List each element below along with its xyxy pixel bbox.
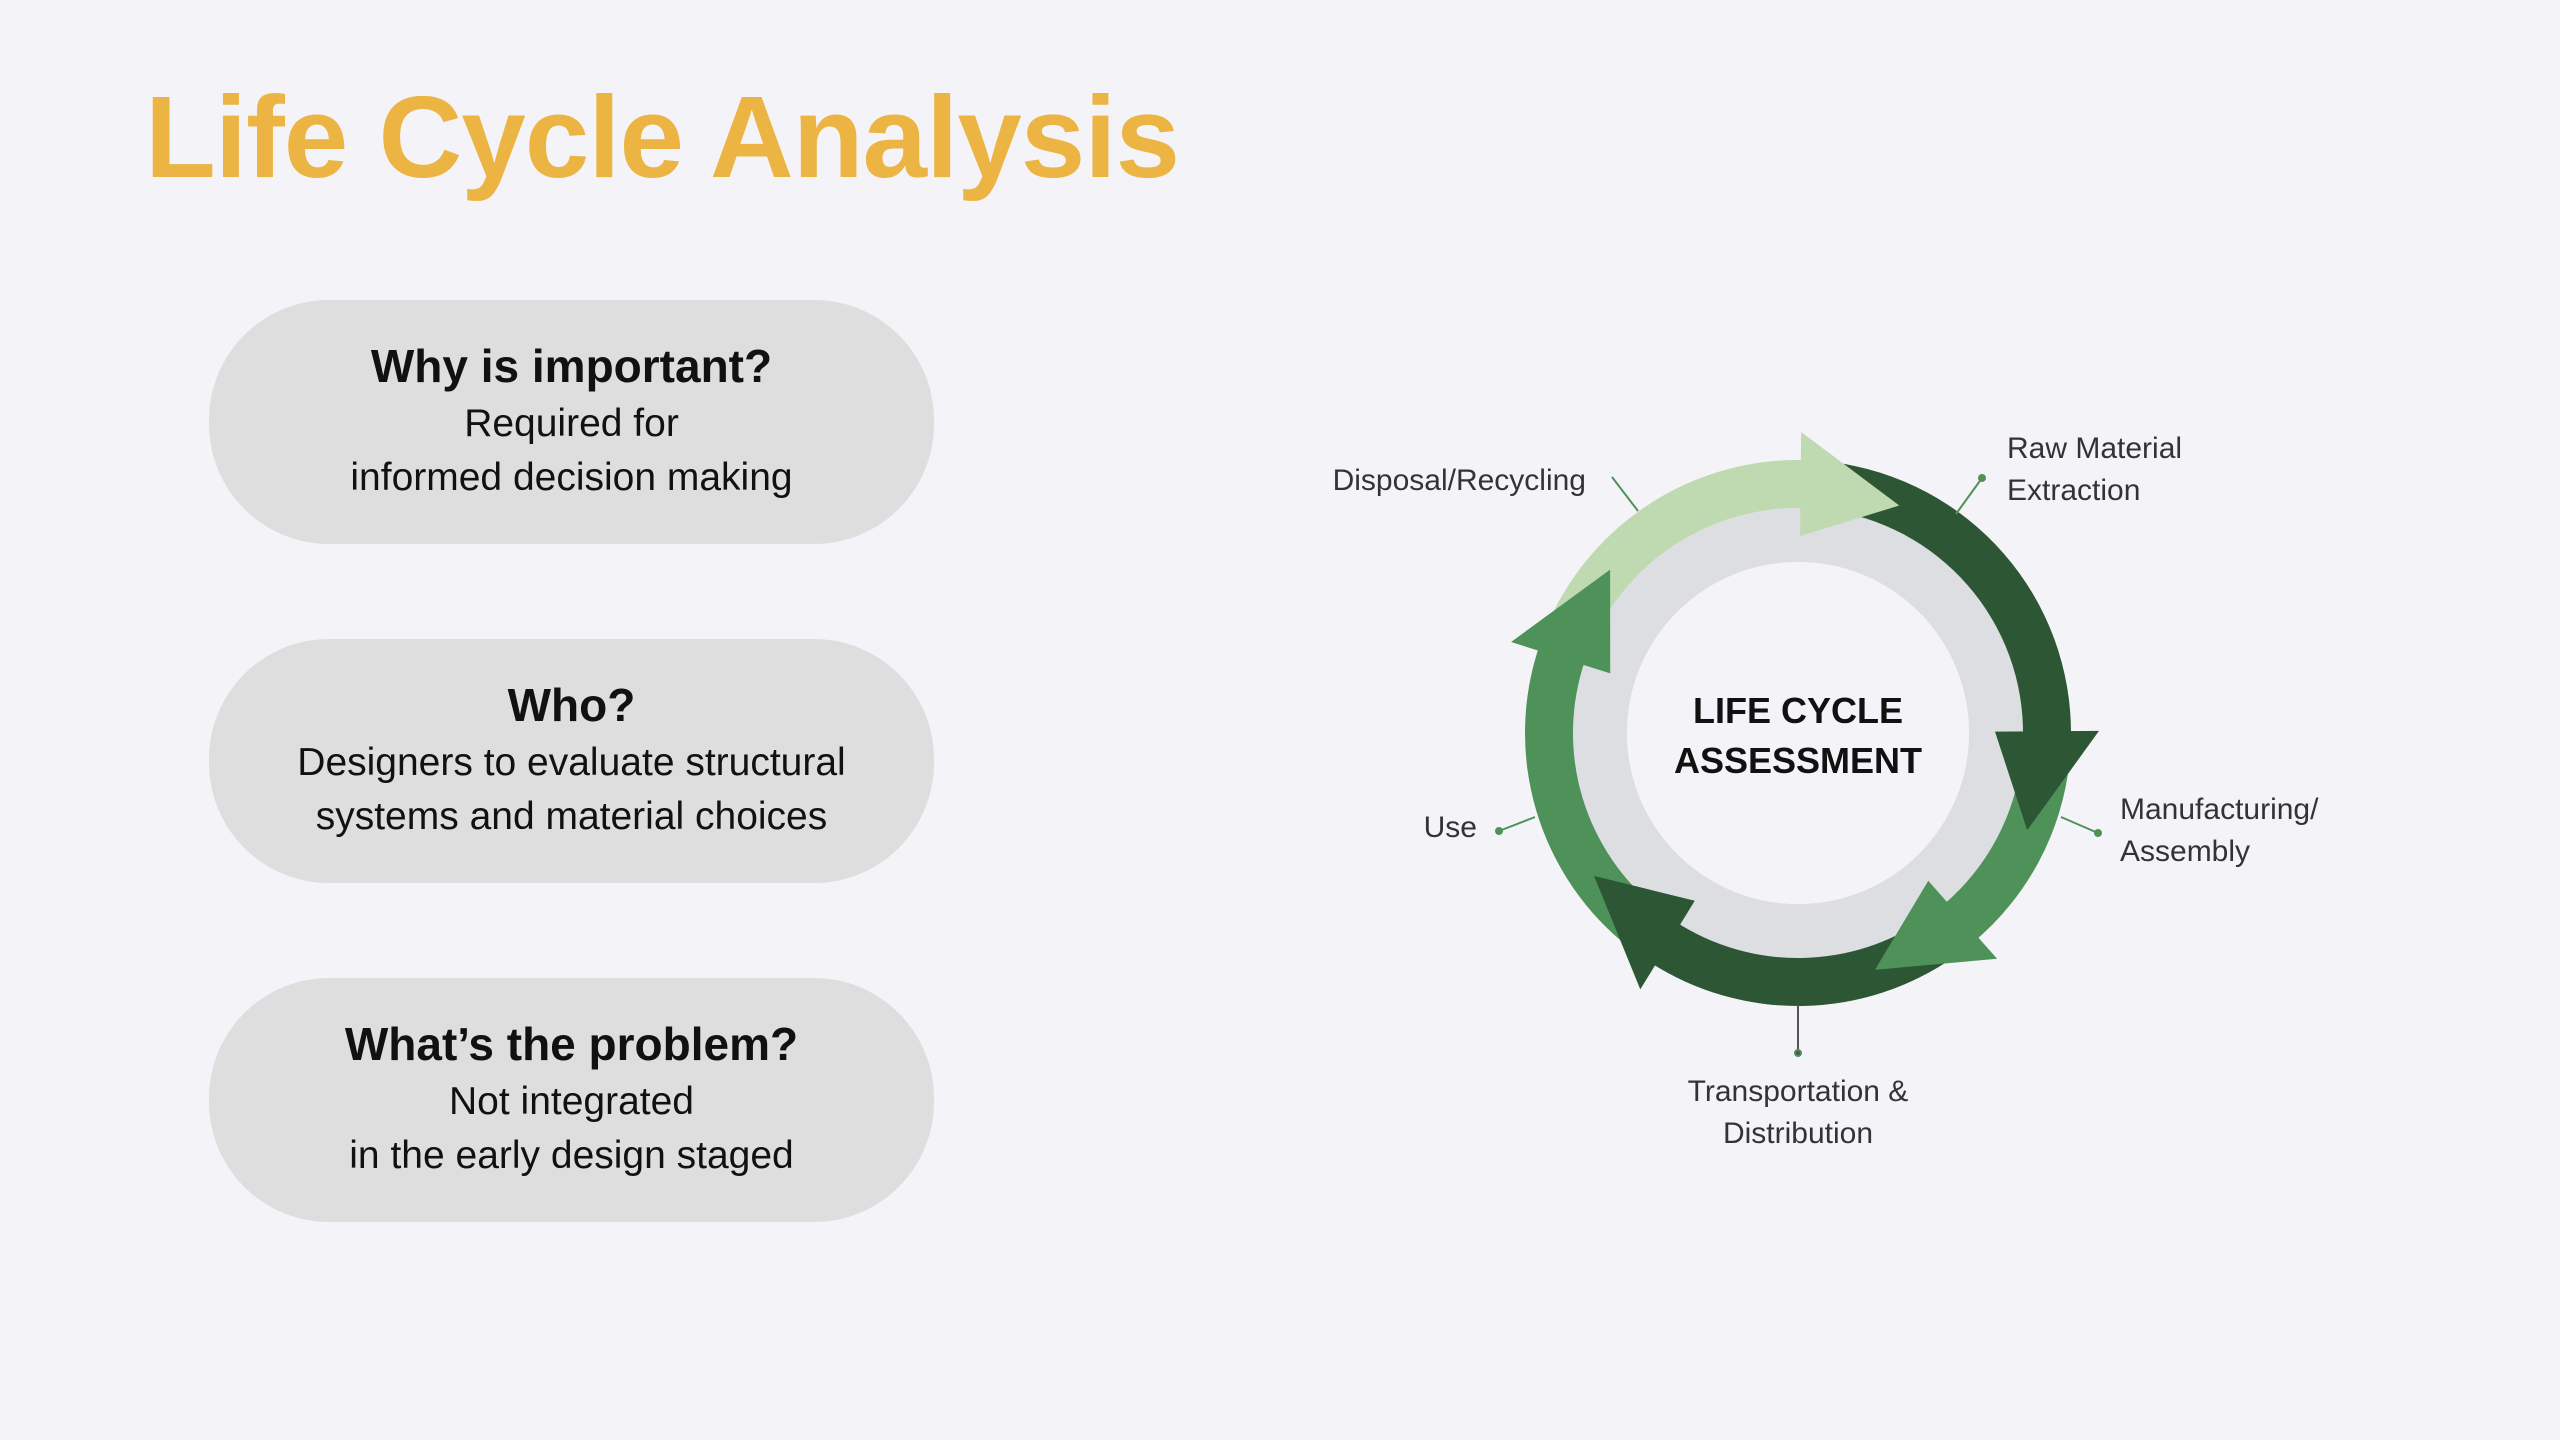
leader-dot <box>1978 474 1986 482</box>
card-text: Required for <box>464 402 679 445</box>
label-disposal-recycling: Disposal/Recycling <box>1332 464 1586 497</box>
leader-dot <box>2094 829 2102 837</box>
card-text: Not integrated <box>449 1080 694 1123</box>
leader-line-manufacturing <box>2060 816 2099 834</box>
label-line: Transportation & <box>1687 1075 1909 1108</box>
card-heading: Why is important? <box>370 340 773 392</box>
card-why-important: Why is important? Required for informed … <box>209 300 934 544</box>
arrowhead-disposal-recycling <box>1800 432 1900 537</box>
center-disc <box>1627 562 1969 904</box>
card-heading: What’s the problem? <box>344 1018 799 1070</box>
arrowhead-manufacturing-assembly <box>1874 880 1998 970</box>
card-text: Designers to evaluate structural <box>297 741 846 784</box>
card-heading: Who? <box>507 679 636 731</box>
label-use: Use <box>1423 811 1477 844</box>
center-label-line2: ASSESSMENT <box>1674 740 1922 781</box>
leader-dot <box>1794 1049 1802 1057</box>
label-line: Raw Material <box>2007 432 2183 465</box>
page-title: Life Cycle Analysis <box>145 72 1180 202</box>
leader-dot <box>1495 827 1503 835</box>
label-manufacturing-assembly: Manufacturing/ Assembly <box>2120 789 2318 873</box>
arrowhead-use <box>1511 569 1611 674</box>
center-label-line1: LIFE CYCLE <box>1693 690 1903 731</box>
arrow-band-transportation-distribution <box>1649 917 1955 1006</box>
label-line: Distribution <box>1722 1117 1874 1150</box>
cycle-arrows <box>1511 432 2099 1006</box>
card-text: informed decision making <box>350 456 793 499</box>
card-text: in the early design staged <box>349 1134 794 1177</box>
card-who: Who? Designers to evaluate structural sy… <box>209 639 934 883</box>
label-line: Assembly <box>2120 835 2251 868</box>
arrowhead-transportation-distribution <box>1594 875 1695 990</box>
arrow-band-disposal-recycling <box>1548 460 1808 642</box>
leader-line-raw <box>1955 477 1983 515</box>
card-text: systems and material choices <box>315 795 828 838</box>
card-problem: What’s the problem? Not integrated in th… <box>209 978 934 1222</box>
label-line: Manufacturing/ <box>2120 793 2319 826</box>
label-line: Extraction <box>2007 474 2141 507</box>
arrowhead-raw-material-extraction <box>1994 730 2099 831</box>
leader-line-disposal <box>1611 476 1639 512</box>
leader-line-use <box>1498 816 1536 832</box>
label-raw-material-extraction: Raw Material Extraction <box>2007 428 2182 512</box>
label-transportation-distribution: Transportation & Distribution <box>1598 1071 1998 1155</box>
arrow-band-use <box>1525 644 1660 949</box>
